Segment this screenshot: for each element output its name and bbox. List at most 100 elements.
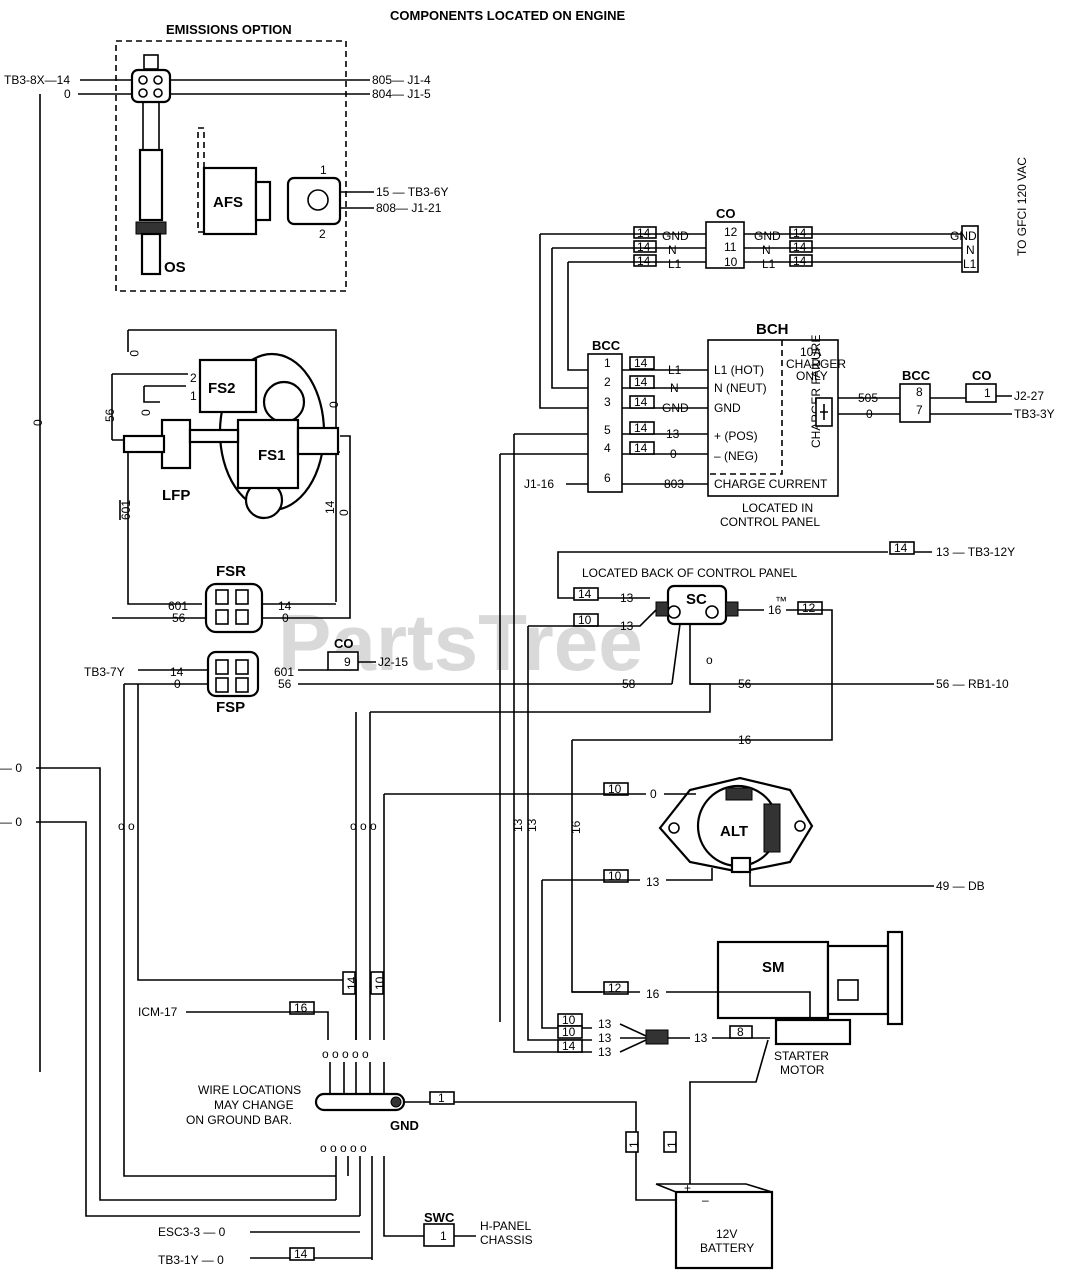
fs2-pin1: 1 [190, 389, 197, 403]
tb3-1y: TB3-1Y — 0 [158, 1253, 224, 1267]
emissions-header: EMISSIONS OPTION [166, 22, 292, 37]
sc-gauge-12: 12 [802, 601, 816, 615]
gfci-terminal [961, 225, 979, 273]
bcc-gauge-3: 14 [634, 395, 648, 409]
os-ground-wire-label: 0 [31, 419, 45, 426]
sm-flange [886, 930, 904, 1026]
bcc2-pin-8: 8 [916, 385, 923, 399]
os-wire-left-top: TB3-8X—14 [4, 73, 70, 87]
battery-plus: + [684, 1181, 691, 1195]
fs2-label: FS2 [208, 380, 236, 397]
swc-label: SWC [424, 1210, 455, 1225]
fsr-connector: FSR 601 56 14 0 [112, 563, 336, 634]
afs-pin2: 2 [319, 227, 326, 241]
fsp-right-601: 601 [274, 665, 294, 679]
wire-16-vert-label: 16 [569, 820, 583, 834]
co-top-gauge-right-1: 14 [793, 226, 807, 240]
oxygen-sensor-body [138, 148, 164, 222]
bch-only-3: ONLY [796, 369, 828, 383]
bcc-j1-16: J1-16 [524, 477, 554, 491]
gnd-note-3: ON GROUND BAR. [186, 1113, 292, 1127]
co-top-pin-12: 12 [724, 225, 738, 239]
afs-neck [254, 180, 272, 222]
os-label: OS [164, 259, 186, 276]
bch-row-n: N (NEUT) [714, 381, 767, 395]
co-top-left-l1: L1 [668, 257, 682, 271]
bch-only-1: 10A [800, 345, 821, 359]
os-wire-right-top: 805— J1-4 [372, 73, 431, 87]
bcc-gauge-4: 14 [634, 421, 648, 435]
battery: + – 12V BATTERY 1 1 [625, 1131, 774, 1270]
gfci-gnd: GND [950, 229, 977, 243]
bcc-gauge-5: 14 [634, 441, 648, 455]
alt-db: 49 — DB [936, 879, 985, 893]
sc-w16: 16 [768, 603, 782, 617]
sc-coil: o [706, 653, 713, 667]
bcc2-connector [899, 383, 931, 423]
sc-note: LOCATED BACK OF CONTROL PANEL [582, 566, 797, 580]
os-wire-right-bottom: 804— J1-5 [372, 87, 431, 101]
sc-tb3-12y: 13 — TB3-12Y [936, 545, 1015, 559]
co-top-connector: CO 12 11 10 14 14 14 GND N L1 GND N L1 1… [539, 157, 1029, 409]
sc-gauge-10: 10 [578, 613, 592, 627]
watermark-tm: ™ [775, 594, 787, 608]
sm-solenoid [774, 1018, 852, 1046]
battery-gauge-1: 1 [627, 1141, 641, 1148]
fuel-w-0b: 0 [139, 409, 153, 416]
fsr-label: FSR [216, 563, 246, 580]
sc-gauge-14: 14 [578, 587, 592, 601]
bundle-dots-2: o o o [350, 819, 377, 833]
wire-13b-label: 13 [525, 818, 539, 832]
alternator: ALT 10 0 10 13 49 — DB [384, 776, 985, 1029]
sm-w13-3: 13 [598, 1045, 612, 1059]
co-top-pin-10: 10 [724, 255, 738, 269]
gnd-note-1: WIRE LOCATIONS [198, 1083, 301, 1097]
sc-w13a: 13 [620, 591, 634, 605]
gnd-label: GND [390, 1118, 419, 1133]
fs1-label: FS1 [258, 447, 286, 464]
bcc-pin-5: 5 [604, 423, 611, 437]
co-top-gauge-left-3: 14 [637, 254, 651, 268]
swc-h1: H-PANEL [480, 1219, 531, 1233]
co-top-gauge-left-1: 14 [637, 226, 651, 240]
bcc-sig-13: 13 [666, 427, 680, 441]
bch-row-charge: CHARGE CURRENT [714, 477, 828, 491]
os-connector-tab [143, 54, 159, 70]
svg-text:10: 10 [373, 976, 387, 990]
svg-text:14: 14 [345, 976, 359, 990]
battery-gauge-1b: 1 [665, 1141, 679, 1148]
gfci-l1: L1 [963, 257, 977, 271]
co-right-pin: 1 [984, 386, 991, 400]
bcc-pin-4: 4 [604, 441, 611, 455]
sm-body [716, 940, 830, 1020]
alt-w0: 0 [650, 787, 657, 801]
sm-gauge-8: 8 [737, 1025, 744, 1039]
co-mid-pin: 9 [344, 655, 351, 669]
alt-gauge-10b: 10 [608, 869, 622, 883]
alt-gauge-10a: 10 [608, 782, 622, 796]
sc-group: 14 13 — TB3-12Y LOCATED BACK OF CONTROL … [370, 541, 1015, 1041]
bcc-pin-3: 3 [604, 395, 611, 409]
fuel-w-0a: 0 [127, 350, 141, 357]
fuel-w-0d: 0 [337, 509, 351, 516]
sc-rb1-10: 56 — RB1-10 [936, 677, 1009, 691]
fsp-right-56: 56 [278, 677, 292, 691]
bch-failure: CHARGER FAILURE [809, 335, 823, 448]
gnd-gauge-1: 1 [438, 1091, 445, 1105]
swc-h2: CHASSIS [480, 1233, 533, 1247]
fs2-solenoid [198, 358, 258, 414]
fuel-system: 0 56 0 601 0 14 0 FS2 2 1 FS1 LFP [103, 329, 351, 619]
sm-gauge-12: 12 [608, 981, 622, 995]
afs-wire-1: 15 — TB3-6Y [376, 185, 448, 199]
lfp-shaft [122, 434, 166, 454]
battery-body [674, 1190, 774, 1270]
fsr-right-0: 0 [282, 611, 289, 625]
left-wire-a: — 0 [0, 761, 22, 775]
sm-w13r: 13 [694, 1031, 708, 1045]
regulator-port-top [262, 380, 306, 424]
gfci-n: N [966, 243, 975, 257]
fsr-right-14: 14 [278, 599, 292, 613]
bch-row-gnd: GND [714, 401, 741, 415]
bcc-connector [587, 353, 623, 493]
icm-gauge-16: 16 [294, 1001, 308, 1015]
